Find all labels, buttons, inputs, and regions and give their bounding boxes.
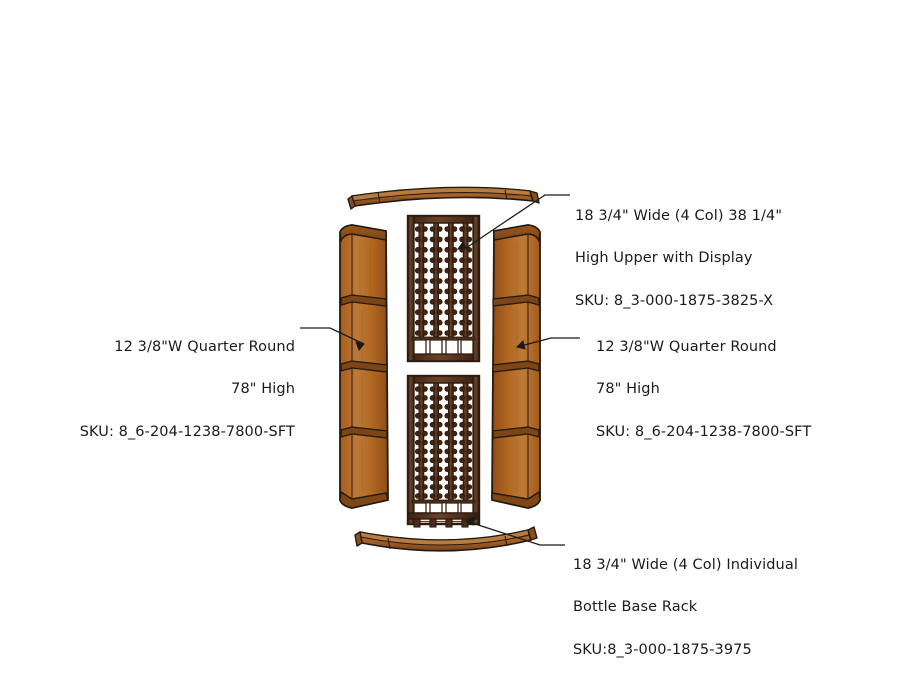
quarter-round-left-callout-line-2: 78" High — [231, 381, 295, 398]
quarter-round-right-callout-sku: SKU: 8_6-204-1238-7800-SFT — [596, 423, 812, 440]
upper-bottle-rack — [406, 214, 481, 363]
upper-display-rack-callout-sku: SKU: 8_3-000-1875-3825-X — [575, 292, 774, 309]
individual-bottle-base-rack-callout: 18 3/4" Wide (4 Col) Individual Bottle B… — [573, 534, 823, 682]
quarter-round-right-callout: 12 3/8"W Quarter Round 78" High SKU: 8_6… — [596, 316, 846, 464]
leader-line-quarter-round-right — [516, 337, 580, 350]
quarter-round-left-callout-sku: SKU: 8_6-204-1238-7800-SFT — [79, 423, 295, 440]
quarter-round-left-callout: 12 3/8"W Quarter Round 78" High SKU: 8_6… — [50, 316, 295, 464]
leader-line-individual-bottle-base-rack — [464, 516, 565, 546]
upper-display-rack-callout-line-1: 18 3/4" Wide (4 Col) 38 1/4" — [575, 208, 783, 225]
quarter-round-left-callout-line-1: 12 3/8"W Quarter Round — [114, 339, 295, 356]
leader-line-quarter-round-left — [300, 327, 365, 351]
upper-display-rack-callout-line-2: High Upper with Display — [575, 250, 753, 267]
top-curved-molding — [347, 186, 540, 210]
bottom-curved-molding — [354, 526, 538, 552]
quarter-round-panel-left — [339, 224, 389, 509]
lower-bottle-rack — [406, 374, 481, 528]
upper-display-rack-callout: 18 3/4" Wide (4 Col) 38 1/4" High Upper … — [575, 185, 820, 333]
individual-bottle-base-rack-callout-line-1: 18 3/4" Wide (4 Col) Individual — [573, 557, 798, 574]
quarter-round-right-callout-line-2: 78" High — [596, 381, 660, 398]
quarter-round-right-callout-line-1: 12 3/8"W Quarter Round — [596, 339, 777, 356]
individual-bottle-base-rack-callout-sku: SKU:8_3-000-1875-3975 — [573, 641, 752, 658]
quarter-round-panel-right — [491, 224, 541, 509]
individual-bottle-base-rack-callout-line-2: Bottle Base Rack — [573, 599, 698, 616]
leader-line-upper-display-rack — [456, 194, 570, 250]
